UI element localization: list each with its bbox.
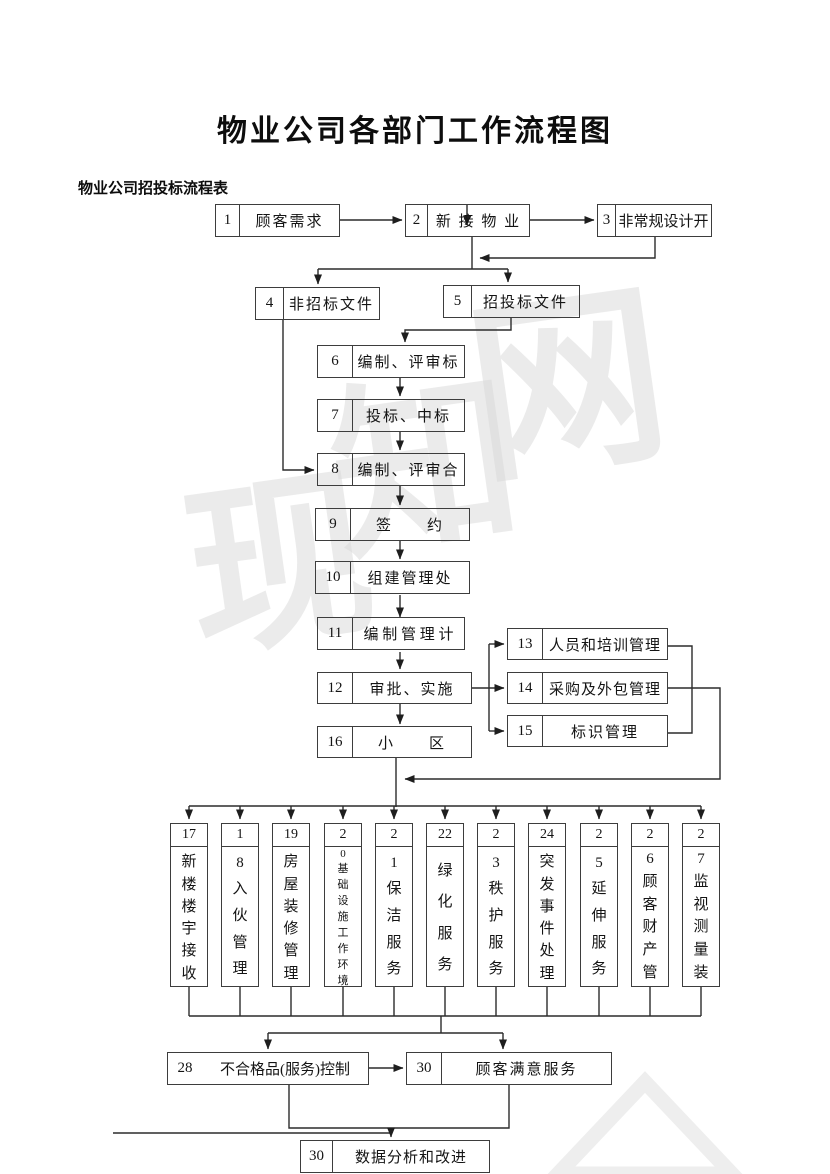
box-number: 3 (598, 205, 616, 236)
box-label: 采购及外包管理 (548, 681, 661, 698)
box-label: 新 接 物 业 (435, 214, 522, 230)
box-label: 小 区 (377, 735, 446, 752)
connector-lines (113, 236, 702, 1134)
box-number: 7 (318, 400, 353, 431)
box-label: 编制、评审合 (357, 463, 460, 479)
column-number: 2 (325, 824, 361, 847)
box-number: 2 (406, 205, 428, 236)
box-label: 不合格品(服务)控制 (220, 1062, 350, 1078)
box-number: 9 (316, 509, 351, 540)
box-number: 6 (318, 346, 353, 377)
box-number: 8 (318, 454, 353, 485)
box-number: 12 (318, 673, 353, 703)
box-label: 非常规设计开 (618, 214, 709, 230)
box-number: 15 (508, 716, 543, 746)
column-number: 2 (683, 824, 719, 847)
page-subtitle: 物业公司招投标流程表 (78, 180, 229, 197)
column-label: 突发事件处理 (539, 854, 555, 982)
flow-box-7: 7 投标、中标 (317, 399, 465, 432)
watermark-triangle (547, 1071, 743, 1174)
column-number: 24 (529, 824, 565, 847)
flow-box-30-satisfaction: 30 顾客满意服务 (406, 1052, 612, 1085)
connector-arrows (185, 205, 721, 1138)
box-label: 招投标文件 (482, 295, 568, 311)
column-number: 17 (171, 824, 207, 847)
flow-box-2: 2 新 接 物 业 (405, 204, 530, 237)
box-number: 30 (301, 1141, 333, 1172)
box-label: 数据分析和改进 (354, 1150, 467, 1166)
box-label: 组建管理处 (367, 571, 453, 587)
box-label: 审批、实施 (369, 681, 455, 698)
box-label: 编 制 管 理 计 (363, 627, 454, 643)
box-number: 14 (508, 673, 543, 703)
page-title: 物业公司各部门工作流程图 (217, 115, 613, 148)
column-label: 房屋装修管理 (283, 854, 299, 982)
flow-box-11: 11 编 制 管 理 计 (317, 617, 465, 650)
box-number: 13 (508, 629, 543, 659)
box-label: 编制、评审标 (357, 355, 460, 371)
flow-box-15: 15 标识管理 (507, 715, 668, 747)
column-number: 22 (427, 824, 463, 847)
box-number: 11 (318, 618, 353, 649)
box-number: 1 (216, 205, 240, 236)
flow-box-3: 3 非常规设计开 (597, 204, 712, 237)
box-label: 标识管理 (570, 724, 639, 741)
box-label: 人员和培训管理 (548, 637, 661, 654)
flow-box-13: 13 人员和培训管理 (507, 628, 668, 660)
flow-box-14: 14 采购及外包管理 (507, 672, 668, 704)
flow-box-16: 16 小 区 (317, 726, 472, 758)
flow-box-10: 10 组建管理处 (315, 561, 470, 594)
box-number: 16 (318, 727, 353, 757)
box-number: 5 (444, 286, 472, 317)
column-number: 1 (222, 824, 258, 847)
flow-box-30-analysis: 30 数据分析和改进 (300, 1140, 490, 1173)
box-label: 顾客需求 (255, 214, 324, 230)
column-number: 2 (632, 824, 668, 847)
flow-box-12: 12 审批、实施 (317, 672, 472, 704)
column-label: 绿化服务 (437, 863, 453, 973)
dept-column-17: 17 新楼楼宇接收 (170, 823, 208, 987)
flow-box-9: 9 签 约 (315, 508, 470, 541)
flow-box-28: 28 不合格品(服务)控制 (167, 1052, 369, 1085)
box-number: 4 (256, 288, 284, 319)
box-label: 签 约 (375, 518, 444, 534)
flow-box-4: 4 非招标文件 (255, 287, 380, 320)
column-number: 19 (273, 824, 309, 847)
box-label: 投标、中标 (365, 409, 451, 425)
flow-box-1: 1 顾客需求 (215, 204, 340, 237)
column-number: 2 (376, 824, 412, 847)
column-number: 2 (581, 824, 617, 847)
flow-box-8: 8 编制、评审合 (317, 453, 465, 486)
flow-box-6: 6 编制、评审标 (317, 345, 465, 378)
flow-box-5: 5 招投标文件 (443, 285, 580, 318)
column-number: 2 (478, 824, 514, 847)
box-label: 非招标文件 (288, 297, 374, 313)
dept-column-24: 24 突发事件处理 (528, 823, 566, 987)
column-label: 新楼楼宇接收 (181, 854, 197, 982)
box-number: 30 (407, 1053, 442, 1084)
dept-column-19: 19 房屋装修管理 (272, 823, 310, 987)
box-label: 顾客满意服务 (475, 1062, 578, 1078)
dept-column-22: 22 绿化服务 (426, 823, 464, 987)
box-number: 10 (316, 562, 351, 593)
box-number: 28 (177, 1060, 193, 1076)
